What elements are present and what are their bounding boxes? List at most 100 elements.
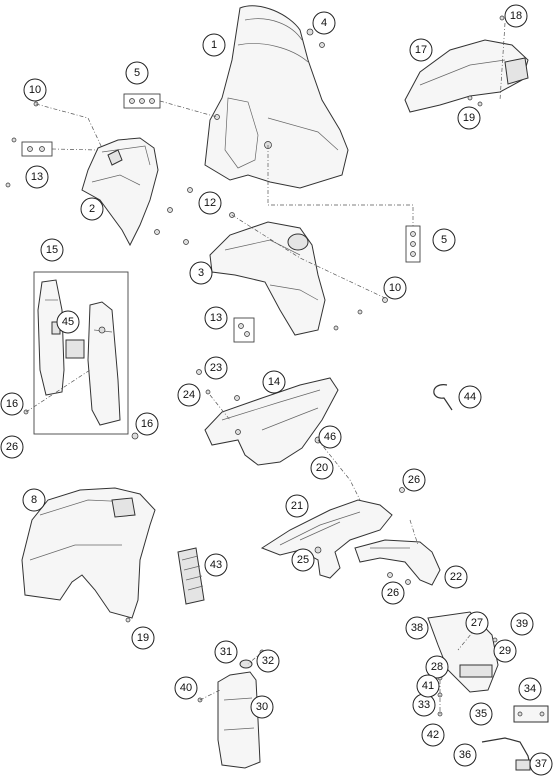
callout-22: 22 [444, 565, 468, 589]
svg-text:42: 42 [427, 729, 439, 741]
callout-5-upper: 5 [125, 61, 149, 85]
svg-text:38: 38 [411, 622, 423, 634]
svg-text:25: 25 [297, 554, 309, 566]
callout-34: 34 [518, 677, 542, 701]
reflector-holder-part [459, 664, 493, 678]
svg-text:26: 26 [6, 441, 18, 453]
grommet-kit-inset-right [405, 225, 421, 263]
svg-text:19: 19 [137, 632, 149, 644]
svg-text:5: 5 [441, 234, 447, 246]
callout-44: 44 [458, 385, 482, 409]
svg-text:24: 24 [183, 389, 195, 401]
svg-text:17: 17 [415, 44, 427, 56]
svg-text:21: 21 [291, 500, 303, 512]
callout-32: 32 [256, 649, 280, 673]
callout-4: 4 [312, 11, 336, 35]
svg-text:41: 41 [422, 680, 434, 692]
svg-text:43: 43 [210, 559, 222, 571]
svg-text:20: 20 [316, 462, 328, 474]
callout-5-right: 5 [432, 228, 456, 252]
svg-text:1: 1 [211, 39, 217, 51]
callout-19-lower: 19 [131, 626, 155, 650]
callout-39: 39 [510, 612, 534, 636]
callout-10-upper: 10 [23, 78, 47, 102]
svg-text:8: 8 [31, 494, 37, 506]
headlight-mask-part [204, 5, 349, 189]
callout-37: 37 [529, 752, 553, 776]
svg-text:12: 12 [204, 197, 216, 209]
callout-42: 42 [421, 723, 445, 747]
callout-33: 33 [412, 693, 436, 717]
reflector-part [513, 705, 549, 723]
fork-protector-left-part [37, 279, 65, 396]
svg-text:32: 32 [262, 655, 274, 667]
callout-8: 8 [22, 488, 46, 512]
callout-26-left: 26 [0, 435, 24, 459]
callout-17: 17 [409, 38, 433, 62]
svg-text:3: 3 [198, 267, 204, 279]
callout-3: 3 [189, 261, 213, 285]
fork-protector-group-box [33, 271, 129, 435]
callout-25: 25 [291, 548, 315, 572]
svg-text:22: 22 [450, 571, 462, 583]
svg-text:37: 37 [535, 758, 547, 770]
callout-30: 30 [250, 695, 274, 719]
clip-kit-inset-upper [21, 141, 53, 157]
callout-18: 18 [504, 4, 528, 28]
clip-kit-inset-lower [233, 317, 255, 343]
callout-1: 1 [202, 33, 226, 57]
svg-text:29: 29 [499, 645, 511, 657]
number-plate-holder-part [354, 539, 441, 586]
callout-35: 35 [469, 702, 493, 726]
fork-clip-part [65, 339, 85, 359]
front-fender-part [21, 487, 156, 619]
callout-15: 15 [40, 238, 64, 262]
svg-text:16: 16 [141, 418, 153, 430]
rear-subframe-part [260, 499, 393, 579]
callout-31: 31 [214, 640, 238, 664]
callout-19-upper: 19 [457, 106, 481, 130]
callout-38: 38 [405, 616, 429, 640]
svg-text:40: 40 [180, 682, 192, 694]
clip-part [515, 759, 531, 771]
callout-27: 27 [465, 611, 489, 635]
svg-text:27: 27 [471, 617, 483, 629]
callout-41: 41 [416, 674, 440, 698]
svg-text:28: 28 [431, 661, 443, 673]
grommet-kit-inset-left [123, 93, 161, 109]
callout-10-right: 10 [383, 276, 407, 300]
svg-text:26: 26 [408, 474, 420, 486]
mud-flap-part [217, 671, 261, 769]
svg-text:26: 26 [387, 587, 399, 599]
callout-36: 36 [453, 743, 477, 767]
hardware-bolts [5, 15, 514, 717]
callout-26-lower: 26 [381, 581, 405, 605]
svg-text:18: 18 [510, 10, 522, 22]
callout-46: 46 [318, 425, 342, 449]
svg-text:10: 10 [29, 84, 41, 96]
tank-cover-part [204, 377, 339, 466]
svg-text:33: 33 [418, 699, 430, 711]
callout-20: 20 [310, 456, 334, 480]
callout-2: 2 [80, 197, 104, 221]
callout-43: 43 [204, 553, 228, 577]
side-panel-upper-part [81, 137, 159, 247]
bracket-part [481, 737, 531, 766]
callout-29: 29 [493, 639, 517, 663]
svg-text:5: 5 [134, 67, 140, 79]
svg-text:36: 36 [459, 749, 471, 761]
callout-13-upper: 13 [25, 165, 49, 189]
callout-14: 14 [262, 370, 286, 394]
svg-text:13: 13 [210, 312, 222, 324]
callout-12: 12 [198, 191, 222, 215]
svg-text:4: 4 [321, 17, 327, 29]
svg-text:14: 14 [268, 376, 280, 388]
callout-23: 23 [204, 356, 228, 380]
callout-24: 24 [177, 383, 201, 407]
svg-text:23: 23 [210, 362, 222, 374]
mud-flap-washer-part [239, 659, 253, 669]
decal-strip-part [177, 547, 205, 605]
callout-28: 28 [425, 655, 449, 679]
side-panel-shroud-part [209, 221, 326, 336]
